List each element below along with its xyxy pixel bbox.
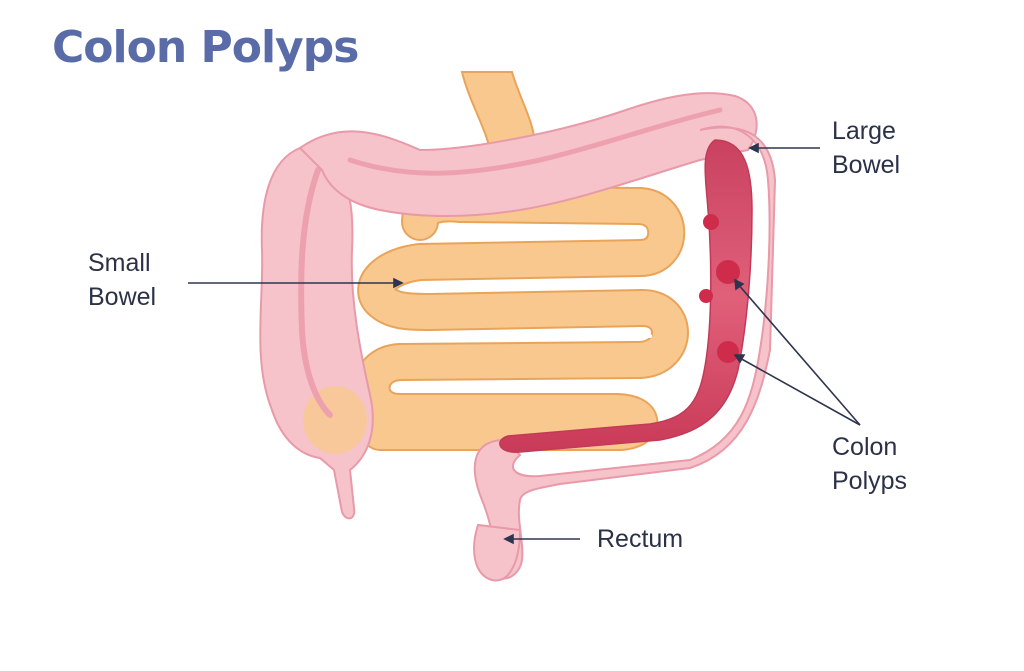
pointer-polyp-b — [737, 356, 861, 426]
polyp-2 — [716, 260, 740, 284]
label-colon-polyps: Colon Polyps — [832, 433, 908, 495]
pointer-polyp-a — [736, 282, 861, 426]
label-rectum: Rectum — [597, 525, 684, 553]
polyp-3 — [699, 289, 713, 303]
large-bowel — [259, 92, 777, 582]
polyp-4 — [717, 341, 739, 363]
small-bowel — [352, 184, 689, 451]
label-small-bowel: Small Bowel — [88, 249, 157, 311]
polyp-1 — [703, 214, 719, 230]
label-large-bowel: Large Bowel — [832, 117, 901, 179]
pointer-lines — [188, 142, 861, 545]
polyps — [699, 214, 740, 363]
page-title: Colon Polyps — [52, 22, 359, 73]
